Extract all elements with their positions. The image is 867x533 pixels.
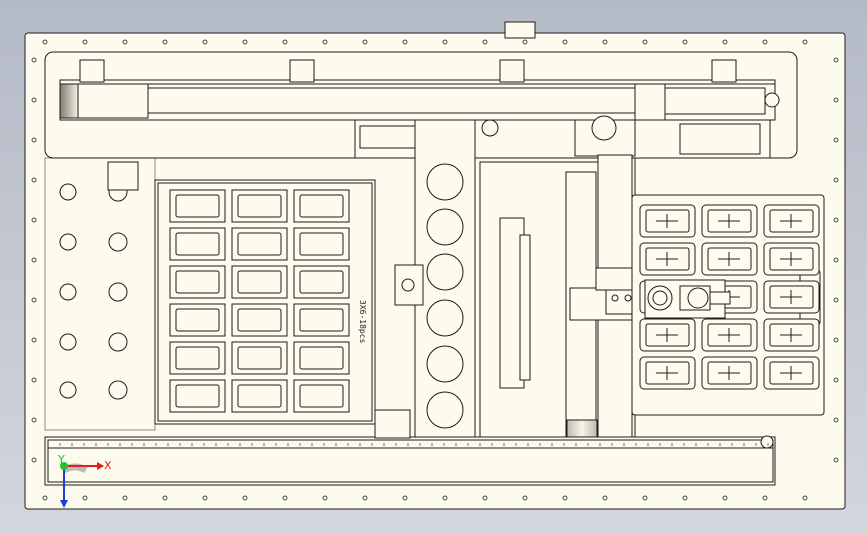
left-tray-3x6: 3X6-18pcs [154,179,376,425]
base-plate-bolt-holes [31,39,839,501]
top-conveyor-rail [59,59,780,135]
right-tray-5x3 [631,194,825,416]
coordinate-triad: X Y [57,453,112,508]
axis-origin [60,462,68,470]
central-mounting-plate [414,119,476,459]
gripper-head [644,279,731,319]
bottom-conveyor-rail [44,435,776,486]
y-axis-label: Y [57,453,65,466]
side-brackets [107,21,536,439]
gantry-frame [474,154,647,459]
tray-capacity-label: 3X6-18pcs [358,300,367,344]
x-axis-label: X [104,459,112,472]
